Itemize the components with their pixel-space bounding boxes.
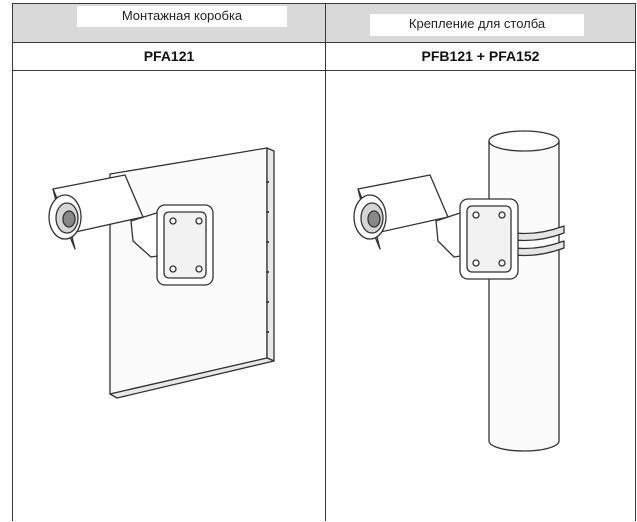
model-name-pfb121-pfa152: PFB121 + PFA152 bbox=[326, 42, 635, 71]
header-label-junction-box: Монтажная коробка bbox=[77, 6, 287, 27]
model-name-pfa121: PFA121 bbox=[13, 42, 325, 71]
wall-mount-illustration bbox=[13, 71, 325, 521]
column-header: Монтажная коробка bbox=[13, 4, 325, 43]
column-junction-box: Монтажная коробка PFA121 bbox=[13, 4, 325, 521]
camera-wall-mount-drawing bbox=[48, 147, 275, 399]
column-header: Крепление для столба bbox=[326, 4, 635, 43]
pole-mount-illustration bbox=[326, 71, 635, 521]
mount-comparison-table: Монтажная коробка PFA121 bbox=[12, 3, 636, 521]
header-label-pole-mount: Крепление для столба bbox=[370, 14, 584, 36]
camera-pole-mount-drawing bbox=[353, 130, 565, 452]
column-pole-mount: Крепление для столба PFB121 + PFA152 bbox=[325, 4, 635, 521]
